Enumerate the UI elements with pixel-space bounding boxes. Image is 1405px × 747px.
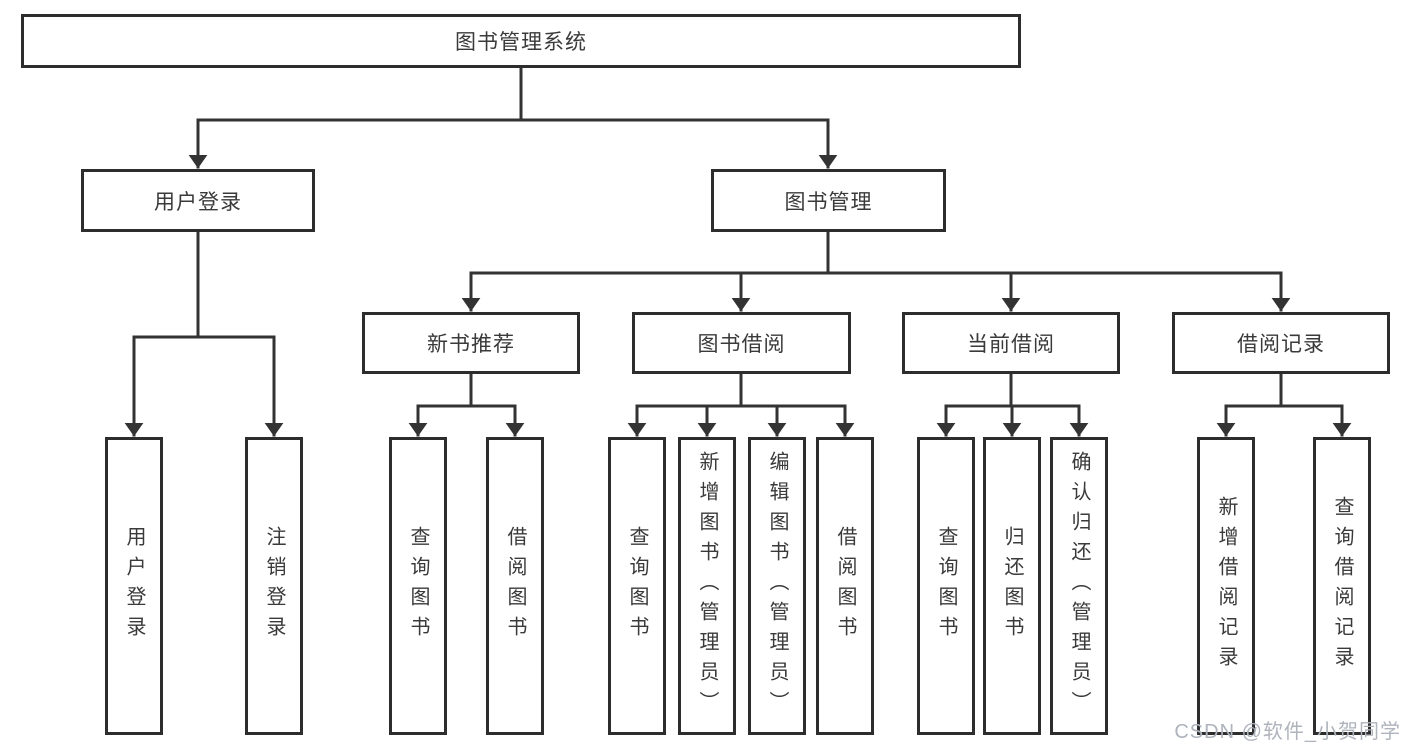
node-label-leaf-bb-query: 查询图书 [626, 526, 648, 646]
node-label-book-mgmt: 图书管理 [784, 190, 873, 214]
node-leaf-logout: 注销登录 [245, 437, 303, 735]
node-current-loan: 当前借阅 [902, 312, 1120, 374]
node-label-leaf-cl-conf: 确认归还（管理员） [1068, 451, 1090, 721]
node-book-mgmt: 图书管理 [711, 169, 946, 232]
node-leaf-nb-loan: 借阅图书 [486, 437, 544, 735]
node-label-new-book: 新书推荐 [427, 333, 515, 356]
watermark: CSDN @软件_小贺同学 [1174, 721, 1401, 743]
connector-line [469, 230, 1283, 275]
node-leaf-bb-loan: 借阅图书 [816, 437, 874, 735]
node-label-leaf-bb-loan: 借阅图书 [834, 526, 856, 646]
node-label-leaf-lr-add: 新增借阅记录 [1215, 496, 1237, 676]
node-label-current-loan: 当前借阅 [967, 333, 1055, 356]
node-book-borrow: 图书借阅 [632, 312, 851, 374]
node-label-leaf-login: 用户登录 [123, 526, 145, 646]
node-leaf-lr-query: 查询借阅记录 [1313, 437, 1371, 735]
connector-line [635, 372, 847, 408]
connector-line [132, 230, 276, 339]
node-label-leaf-logout: 注销登录 [263, 526, 285, 646]
node-leaf-bb-edit: 编辑图书（管理员） [748, 437, 806, 735]
connector-line [944, 372, 1081, 408]
node-leaf-login: 用户登录 [105, 437, 163, 735]
node-label-leaf-lr-query: 查询借阅记录 [1331, 496, 1353, 676]
node-leaf-lr-add: 新增借阅记录 [1197, 437, 1255, 735]
node-user-login: 用户登录 [81, 169, 315, 232]
connector-line [416, 372, 517, 408]
node-label-book-borrow: 图书借阅 [697, 333, 786, 356]
node-root: 图书管理系统 [21, 14, 1021, 68]
node-label-loan-records: 借阅记录 [1237, 333, 1325, 356]
node-leaf-bb-add: 新增图书（管理员） [678, 437, 736, 735]
node-label-root: 图书管理系统 [455, 31, 587, 54]
node-leaf-bb-query: 查询图书 [608, 437, 666, 735]
node-label-user-login: 用户登录 [154, 190, 242, 214]
node-label-leaf-nb-loan: 借阅图书 [504, 526, 526, 646]
node-leaf-nb-query: 查询图书 [389, 437, 447, 735]
node-label-leaf-cl-query: 查询图书 [935, 526, 957, 646]
node-label-leaf-bb-add: 新增图书（管理员） [696, 451, 718, 721]
node-leaf-cl-query: 查询图书 [917, 437, 975, 735]
node-new-book: 新书推荐 [362, 312, 580, 374]
node-label-leaf-cl-ret: 归还图书 [1001, 526, 1023, 646]
node-leaf-cl-ret: 归还图书 [983, 437, 1041, 735]
node-label-leaf-nb-query: 查询图书 [407, 526, 429, 646]
node-loan-records: 借阅记录 [1172, 312, 1390, 374]
node-leaf-cl-conf: 确认归还（管理员） [1050, 437, 1108, 735]
connector-line [196, 66, 830, 122]
node-label-leaf-bb-edit: 编辑图书（管理员） [766, 451, 788, 721]
connector-line [1224, 372, 1344, 408]
